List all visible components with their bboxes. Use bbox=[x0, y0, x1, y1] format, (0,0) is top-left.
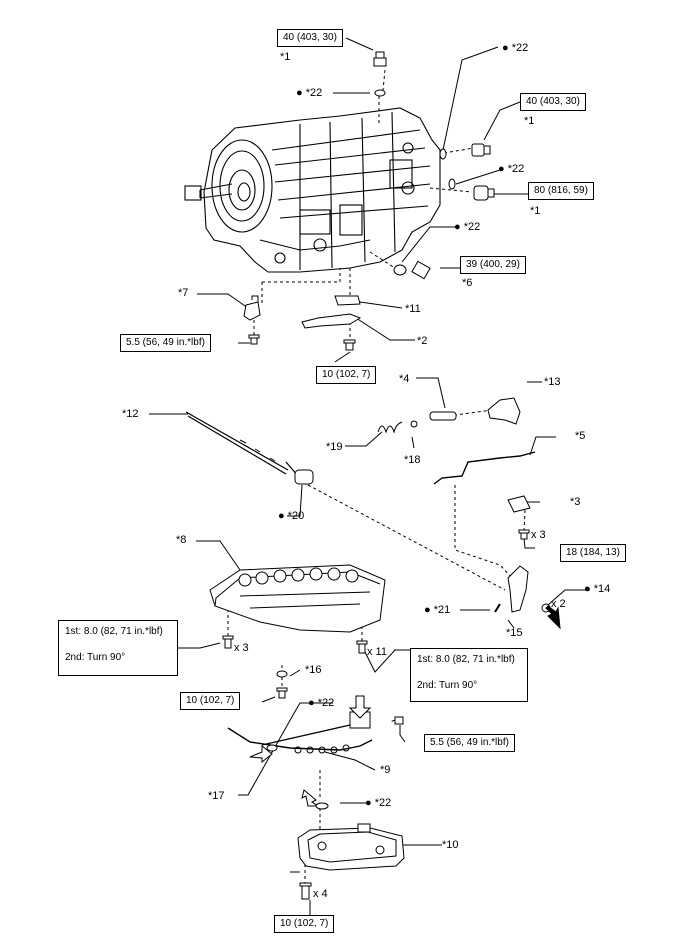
part-label-14: ● *14 bbox=[584, 583, 611, 595]
part-label-1-right-2: *1 bbox=[530, 205, 541, 217]
part-label-2: *2 bbox=[417, 335, 428, 347]
part-label-12: *12 bbox=[122, 408, 139, 420]
quantity-x3-b: x 3 bbox=[234, 642, 249, 654]
part-label-22-right-3: ● *22 bbox=[454, 221, 481, 233]
transmission-case bbox=[184, 107, 441, 273]
torque-second-step: 2nd: Turn 90° bbox=[417, 680, 478, 691]
torque-box-10a: 10 (102, 7) bbox=[316, 366, 377, 384]
torque-box-left-55: 5.5 (56, 49 in.*lbf) bbox=[120, 334, 211, 352]
oil-pan bbox=[297, 823, 405, 871]
quantity-x2: x 2 bbox=[551, 598, 566, 610]
torque-box-55b: 5.5 (56, 49 in.*lbf) bbox=[424, 734, 515, 752]
part-label-22-right-1: ● *22 bbox=[502, 42, 529, 54]
part-label-21: ● *21 bbox=[424, 604, 451, 616]
torque-box-10c: 10 (102, 7) bbox=[274, 915, 335, 933]
part-label-16: *16 bbox=[305, 664, 322, 676]
quantity-x3-a: x 3 bbox=[531, 529, 546, 541]
part-label-3: *3 bbox=[570, 496, 581, 508]
torque-first-step: 1st: 8.0 (82, 71 in.*lbf) bbox=[65, 626, 163, 637]
torque-box-right-2: 80 (816, 59) bbox=[528, 182, 594, 200]
torque-box-left-valve: 1st: 8.0 (82, 71 in.*lbf) 2nd: Turn 90° bbox=[58, 620, 178, 676]
part-label-11: *11 bbox=[405, 303, 421, 315]
part-label-9: *9 bbox=[380, 764, 391, 776]
torque-box-right-valve: 1st: 8.0 (82, 71 in.*lbf) 2nd: Turn 90° bbox=[410, 648, 528, 702]
part-label-1-top: *1 bbox=[280, 51, 291, 63]
torque-box-18: 18 (184, 13) bbox=[560, 544, 626, 562]
part-label-1-right-1: *1 bbox=[524, 115, 535, 127]
part-label-22-low: ● *22 bbox=[365, 797, 392, 809]
part-label-6: *6 bbox=[462, 277, 473, 289]
torque-box-right-1: 40 (403, 30) bbox=[520, 93, 586, 111]
part-label-5: *5 bbox=[575, 430, 586, 442]
torque-second-step: 2nd: Turn 90° bbox=[65, 652, 126, 663]
drain-plug-top bbox=[373, 51, 387, 67]
part-label-22-mid: ● *22 bbox=[308, 697, 335, 709]
part-label-22-right-2: ● *22 bbox=[498, 163, 525, 175]
part-label-10: *10 bbox=[442, 839, 459, 851]
torque-first-step: 1st: 8.0 (82, 71 in.*lbf) bbox=[417, 654, 515, 665]
part-label-18: *18 bbox=[404, 454, 421, 466]
part-label-17: *17 bbox=[208, 790, 225, 802]
torque-box-10b: 10 (102, 7) bbox=[180, 692, 241, 710]
part-label-15: *15 bbox=[506, 627, 523, 639]
quantity-x11: x 11 bbox=[367, 646, 387, 658]
part-label-8: *8 bbox=[176, 534, 187, 546]
part-label-13: *13 bbox=[544, 376, 561, 388]
part-label-22-top: ● *22 bbox=[296, 87, 323, 99]
part-label-7: *7 bbox=[178, 287, 189, 299]
part-label-4: *4 bbox=[399, 373, 410, 385]
quantity-x4: x 4 bbox=[313, 888, 328, 900]
part-label-19: *19 bbox=[326, 441, 343, 453]
part-label-20: ● *20 bbox=[278, 510, 305, 522]
o-ring-top bbox=[374, 89, 386, 97]
torque-box-top: 40 (403, 30) bbox=[277, 29, 343, 47]
valve-body bbox=[209, 564, 386, 633]
torque-box-right-3: 39 (400, 29) bbox=[460, 256, 526, 274]
